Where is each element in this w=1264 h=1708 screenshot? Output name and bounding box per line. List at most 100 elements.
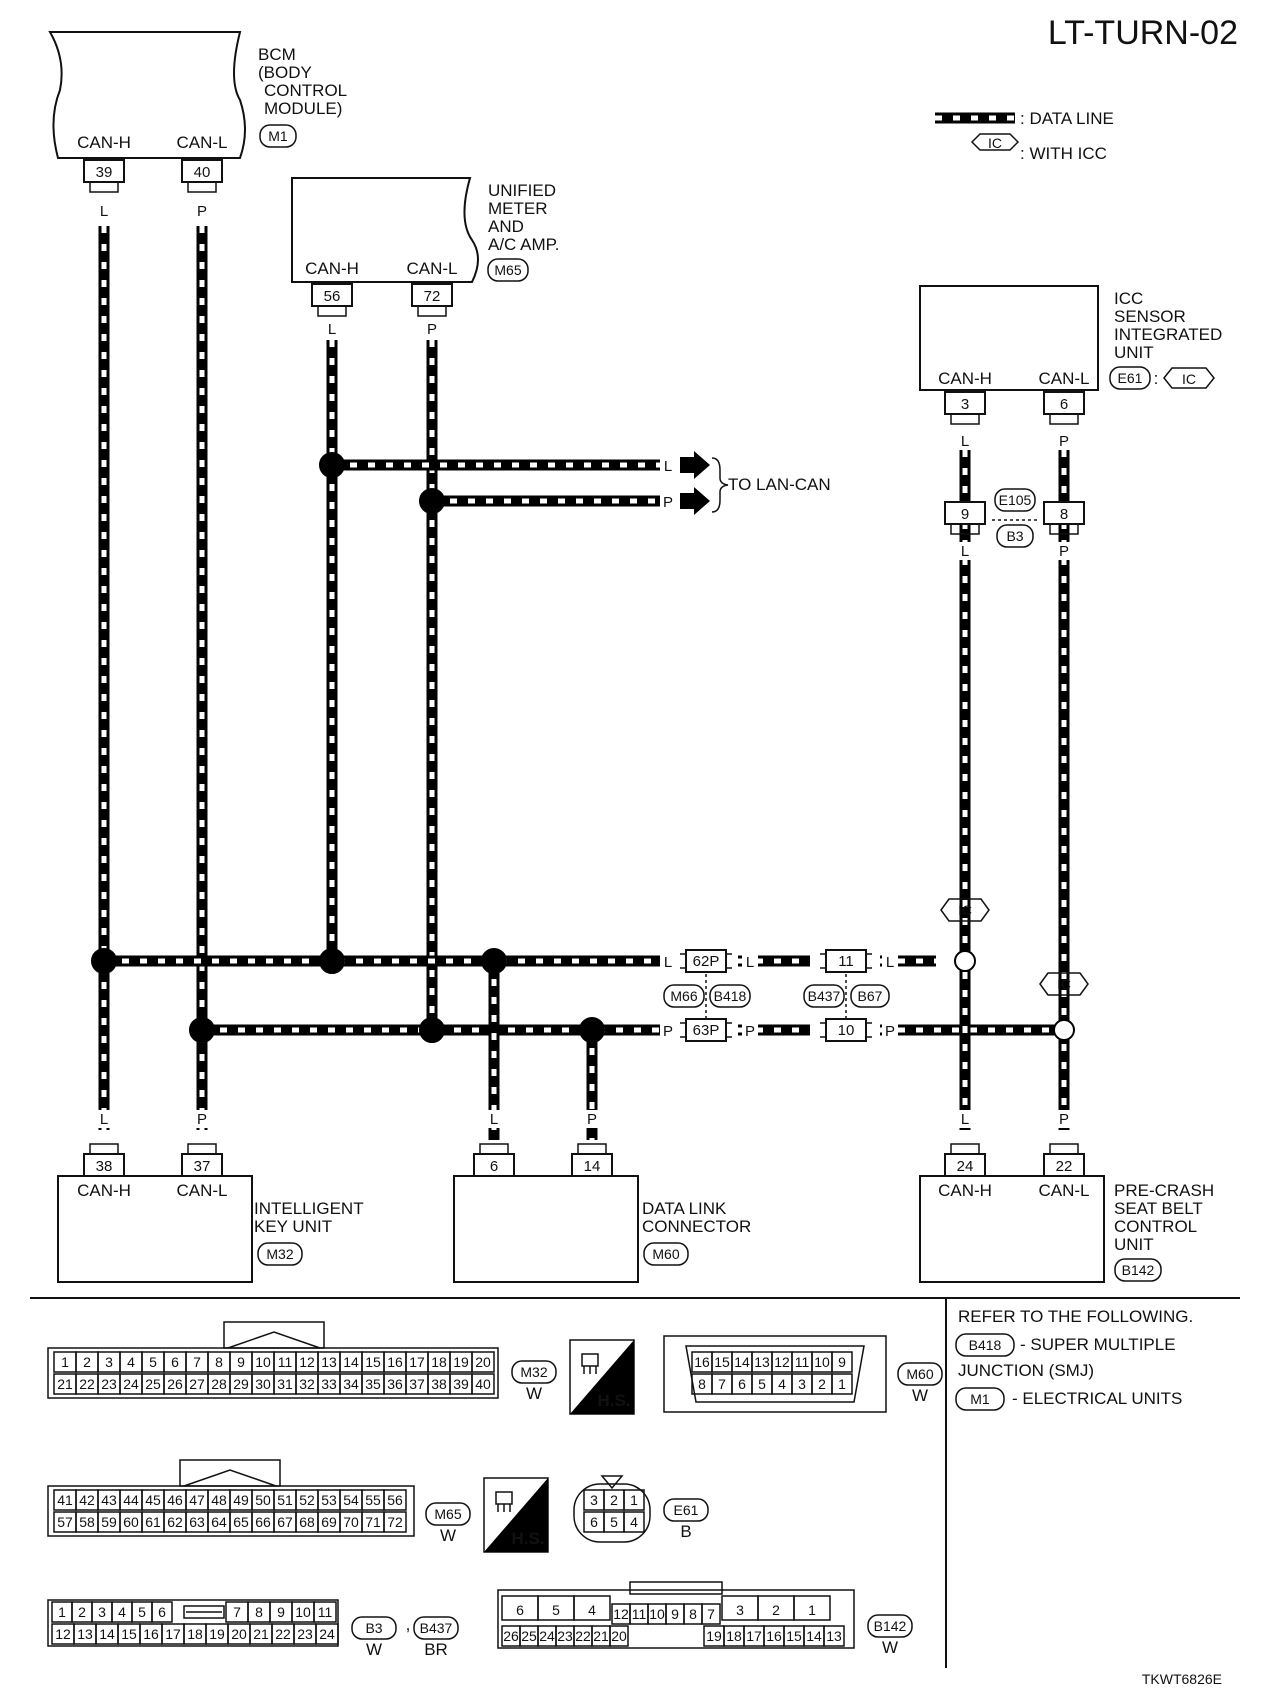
m65-num-43: 43 [101,1492,117,1508]
b437-tag-label: B437 [808,988,841,1004]
m32-num-20: 20 [475,1354,491,1370]
icc-with-tag: IC [1163,367,1215,389]
m65-num-42: 42 [79,1492,95,1508]
precrash-pin-22: 22 [1043,1143,1085,1177]
bcm-connector-tag-label: M1 [268,128,288,144]
m65-num-56: 56 [387,1492,403,1508]
m32-num-36: 36 [387,1376,403,1392]
m65-num-65: 65 [233,1514,249,1530]
m65-num-51: 51 [277,1492,293,1508]
m65-num-69: 69 [321,1514,337,1530]
b142-cell-1 [793,1595,831,1621]
m60-num-4: 4 [778,1376,786,1392]
m32-num-19: 19 [453,1354,469,1370]
m65-num-60: 60 [123,1514,139,1530]
b437-tag: B437 [803,984,845,1008]
m65-cell-72 [383,1511,407,1533]
b3-num-22: 22 [275,1626,291,1642]
icc-pin-3: 3 [944,391,986,425]
meter-pin-name-l: CAN-L [406,259,457,278]
refer-text-2: - ELECTRICAL UNITS [1012,1389,1182,1408]
footer-code: TKWT6826E [1142,1671,1222,1687]
b142-num-13: 13 [826,1628,842,1644]
dlc-connector-tag: M60 [643,1242,689,1266]
m65-num-57: 57 [57,1514,73,1530]
m32-num-1: 1 [61,1354,69,1370]
hs-icon-1-label: H.S. [597,1391,630,1410]
b3-num-19: 19 [209,1626,225,1642]
ikey-pin-37: 37 [181,1143,223,1177]
precrash-pin-24: 24 [944,1143,986,1177]
m65-num-48: 48 [211,1492,227,1508]
m65-num-67: 67 [277,1514,293,1530]
m60-cell-1 [831,1373,853,1395]
ikey-connector-tag: M32 [257,1242,303,1266]
m32-num-3: 3 [105,1354,113,1370]
m32-num-4: 4 [127,1354,135,1370]
precrash-name-2: SEAT BELT [1114,1199,1203,1218]
m32-tag-color: W [526,1384,542,1403]
splice-dlc-p [579,1017,605,1043]
icc-module: CAN-H CAN-L ICC SENSOR INTEGRATED UNIT [919,285,1222,391]
precrash-pin-name-h: CAN-H [938,1181,992,1200]
b3-num-17: 17 [165,1626,181,1642]
m60-tag-color: W [912,1386,928,1405]
m32-num-16: 16 [387,1354,403,1370]
hs-icon-2: H.S. [483,1477,549,1553]
m66-pin-62p-label: 62P [693,953,720,970]
m60-num-14: 14 [734,1354,750,1370]
b67-tag: B67 [850,984,890,1008]
b142-num-6: 6 [516,1602,524,1618]
data-link-connector-module: DATA LINK CONNECTOR [453,1175,751,1283]
m65-num-46: 46 [167,1492,183,1508]
b142-num-2: 2 [772,1602,780,1618]
icc-tag-p-label: IC [1057,976,1071,992]
e61-num-6: 6 [590,1514,598,1530]
ikey-name-1: INTELLIGENT [254,1199,364,1218]
b3-num-9: 9 [277,1604,285,1620]
m32-num-15: 15 [365,1354,381,1370]
meter-pin-name-h: CAN-H [305,259,359,278]
m60-num-11: 11 [795,1354,810,1370]
m65-num-59: 59 [101,1514,117,1530]
b142-face-tag: B142 [867,1614,913,1638]
meter-name-2: METER [488,199,548,218]
b142-face-tag-color: W [882,1638,898,1657]
b3-tag-label: B3 [365,1620,382,1636]
icc-pin-6-label: 6 [1060,396,1068,413]
b142-num-22: 22 [575,1628,591,1644]
m60-num-3: 3 [798,1376,806,1392]
m65-num-47: 47 [189,1492,205,1508]
e61-tag: E61 [663,1498,709,1522]
splice-bcm-l [91,948,117,974]
m65-num-62: 62 [167,1514,183,1530]
m60-num-13: 13 [754,1354,770,1370]
icc-name-1: ICC [1114,289,1143,308]
b3-num-7: 7 [233,1604,241,1620]
refer-tag-1: B418 [969,1337,1002,1353]
m32-num-40: 40 [475,1376,491,1392]
b3-num-11: 11 [318,1604,333,1620]
dlc-connector-tag-label: M60 [652,1246,679,1262]
b142-num-20: 20 [611,1628,627,1644]
m32-num-12: 12 [299,1354,315,1370]
bcm-pin-name-l: CAN-L [176,133,227,152]
m32-num-7: 7 [193,1354,201,1370]
b142-cell-7 [701,1603,721,1625]
b437-pin-11: 11 [820,949,872,973]
precrash-name-1: PRE-CRASH [1114,1181,1214,1200]
ikey-pin-38: 38 [83,1143,125,1177]
wire-code-dlc-p: P [587,1111,597,1128]
b3-num-5: 5 [138,1604,146,1620]
b142-num-16: 16 [766,1628,782,1644]
b142-num-12: 12 [613,1606,629,1622]
bcm-pin-39: 39 [83,159,125,193]
lan-arrow-p [680,487,710,515]
m65-num-54: 54 [343,1492,359,1508]
precrash-connector-tag-label: B142 [1122,1262,1155,1278]
bcm-pin-40-label: 40 [194,164,211,181]
